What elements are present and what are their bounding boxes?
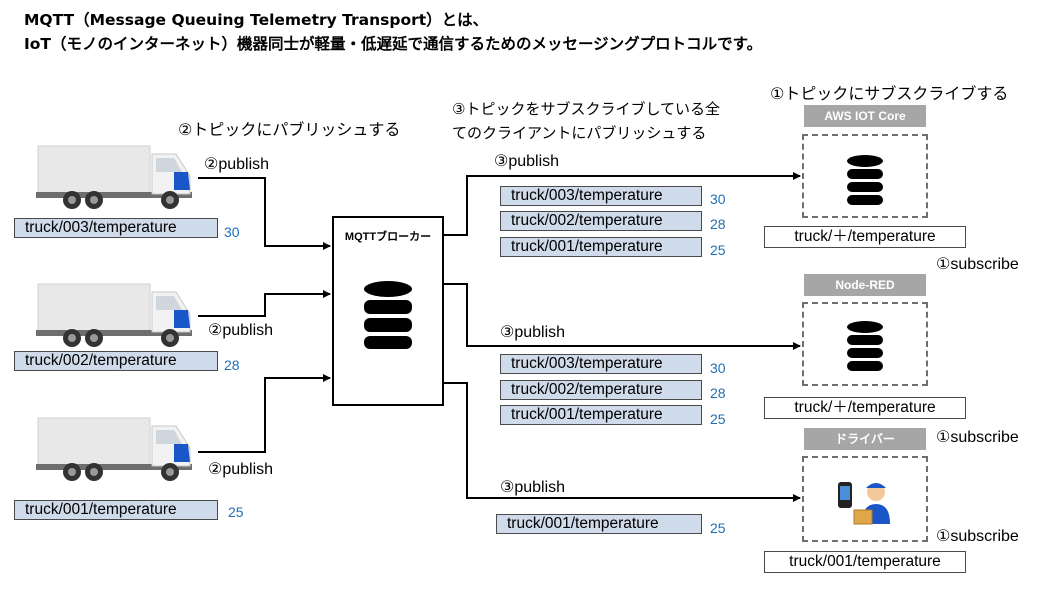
nodered-subscription: truck/＋/temperature [764,397,966,419]
arrow-broker-to-aws [444,172,801,236]
nodered-msg-topic: truck/001/temperature [500,405,702,425]
arrow-broker-to-driver [444,382,801,502]
broker-name: MQTTブローカー [344,231,432,243]
aws-publish-label: ③publish [494,153,560,170]
nodered-publish-label: ③publish [500,324,566,341]
nodered-client-box [802,302,928,386]
nodered-msg-value: 30 [710,360,726,376]
driver-subscribe-label: ①subscribe [936,528,1019,545]
driver-msg-value: 25 [710,520,726,536]
driver-icon [834,476,898,530]
aws-msg-value: 28 [710,216,726,232]
aws-msg-topic: truck/003/temperature [500,186,702,206]
database-icon [845,320,885,372]
broker-step-label: ③トピックをサブスクライブしている全 てのクライアントにパブリッシュする [452,97,720,145]
arrow-truck001-to-broker [198,374,331,453]
driver-header: ドライバー [804,428,926,450]
truck002-publish-label: ②publish [208,322,274,339]
truck-icon [36,280,194,350]
nodered-msg-value: 28 [710,385,726,401]
truck-icon [36,414,194,484]
aws-header: AWS IOT Core [804,105,926,127]
truck003-value: 30 [224,224,240,240]
aws-msg-topic: truck/002/temperature [500,211,702,231]
page-title-line2: IoT（モノのインターネット）機器同士が軽量・低遅延で通信するためのメッセージン… [24,35,763,53]
truck001-topic: truck/001/temperature [14,500,218,520]
broker-step-line1: ③トピックをサブスクライブしている全 [452,100,720,118]
truck002-topic: truck/002/temperature [14,351,218,371]
truck001-publish-label: ②publish [208,461,274,478]
aws-subscribe-label: ①subscribe [936,256,1019,273]
truck003-publish-label: ②publish [204,156,270,173]
arrow-truck002-to-broker [198,290,331,317]
truck003-topic: truck/003/temperature [14,218,218,238]
nodered-msg-topic: truck/003/temperature [500,354,702,374]
truck001-value: 25 [228,504,244,520]
truck-icon [36,142,194,212]
truck002-value: 28 [224,357,240,373]
nodered-subscribe-label: ①subscribe [936,429,1019,446]
subscribe-step-label: ①トピックにサブスクライブする [770,84,1009,103]
arrow-broker-to-nodered [444,283,801,350]
database-icon [845,154,885,206]
database-icon [362,280,414,350]
aws-client-box [802,134,928,218]
driver-publish-label: ③publish [500,479,566,496]
nodered-header: Node-RED [804,274,926,296]
aws-subscription: truck/＋/temperature [764,226,966,248]
aws-msg-topic: truck/001/temperature [500,237,702,257]
driver-subscription: truck/001/temperature [764,551,966,573]
page-title-line1: MQTT（Message Queuing Telemetry Transport… [24,11,489,29]
broker-step-line2: てのクライアントにパブリッシュする [452,124,707,142]
driver-msg-topic: truck/001/temperature [496,514,702,534]
aws-msg-value: 30 [710,191,726,207]
nodered-msg-topic: truck/002/temperature [500,380,702,400]
nodered-msg-value: 25 [710,411,726,427]
publish-step-label: ②トピックにパブリッシュする [178,120,401,139]
arrow-truck003-to-broker [198,177,331,250]
aws-msg-value: 25 [710,242,726,258]
driver-client-box [802,456,928,542]
mqtt-broker: MQTTブローカー [332,216,444,406]
